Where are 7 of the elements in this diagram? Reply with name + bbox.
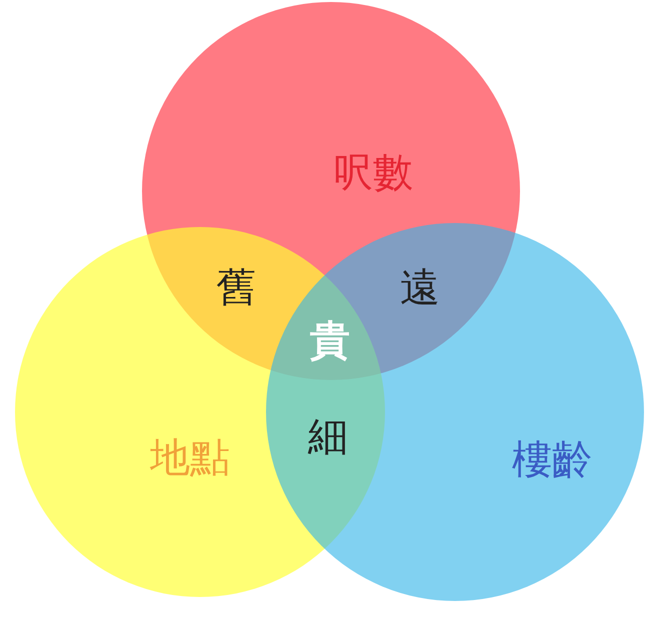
circle-label: 地點 [150, 434, 230, 483]
overlap-label: 貴 [310, 316, 350, 366]
overlap-label: 舊 [216, 264, 256, 312]
circle-label: 樓齡 [512, 436, 592, 485]
overlap-label: 遠 [400, 264, 440, 312]
overlap-label: 細 [308, 412, 348, 462]
circle-label: 呎數 [333, 149, 413, 198]
